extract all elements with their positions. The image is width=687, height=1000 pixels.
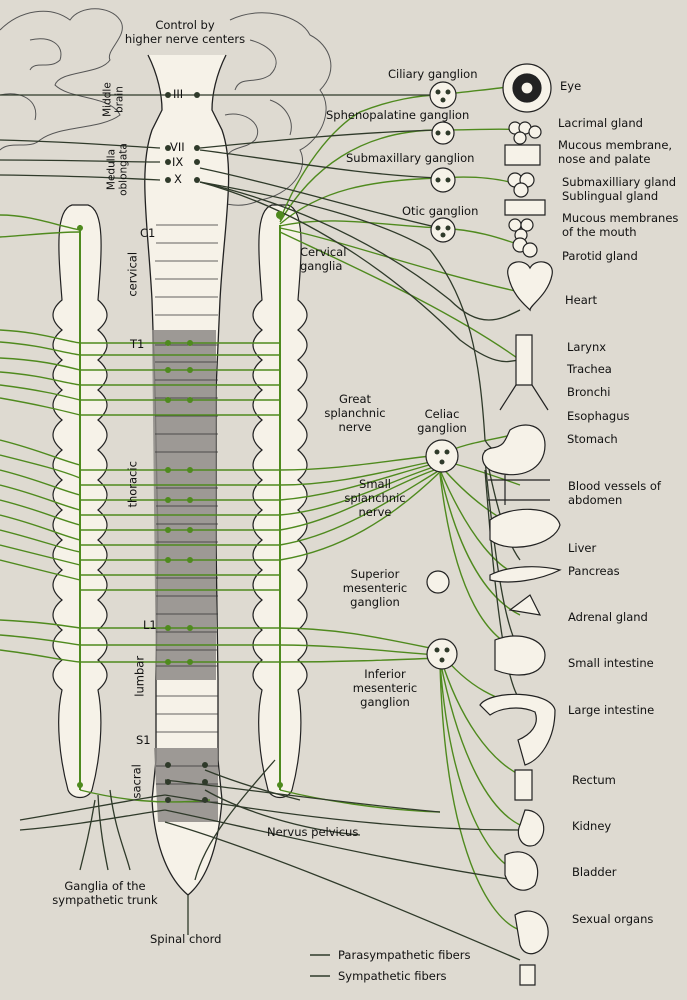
nerve-nodes: [165, 92, 208, 803]
cranial-nerve-X: X: [174, 172, 182, 186]
organ-shapes: [479, 63, 562, 986]
organ-larynx: Larynx: [567, 340, 607, 354]
sympathetic-nodes: [77, 211, 284, 788]
small-intestine-shape: [494, 635, 546, 676]
organ-stomach: Stomach: [567, 432, 618, 446]
otic-ganglion-label: Otic ganglion: [402, 204, 479, 218]
segment-t1: T1: [130, 337, 145, 351]
ganglion-dots: [434, 89, 451, 663]
nervus-pelvicus-label: Nervus pelvicus: [267, 825, 359, 839]
ganglion-circles: [425, 81, 459, 670]
organ-bronchi: Bronchi: [567, 385, 611, 399]
sphenopalatine-ganglion-label: Sphenopalatine ganglion: [326, 108, 470, 122]
segment-s1: S1: [136, 733, 151, 747]
legend-parasympathetic: Parasympathetic fibers: [338, 948, 471, 962]
cervical-ganglia-label: Cervical ganglia: [300, 245, 347, 274]
organ-kidney: Kidney: [572, 819, 612, 833]
nose-shape: [504, 144, 541, 166]
ciliary-ganglion-label: Ciliary ganglion: [388, 67, 478, 81]
heart-shape: [507, 261, 553, 312]
segment-c1: C1: [140, 226, 156, 240]
organ-blood-vessels: Blood vessels of abdomen: [568, 479, 661, 508]
organ-large-intestine: Large intestine: [568, 703, 655, 717]
mouth-shape: [508, 218, 534, 242]
organ-esophagus: Esophagus: [567, 409, 630, 423]
adrenal-shape: [508, 594, 542, 616]
airway-shape: [499, 334, 549, 411]
parotid-shape: [512, 237, 538, 258]
legend-lines: [310, 954, 330, 977]
organ-rectum: Rectum: [572, 773, 616, 787]
organ-lacrimal: Lacrimal gland: [558, 116, 643, 130]
organ-parotid: Parotid gland: [562, 249, 638, 263]
liver-shape: [489, 508, 561, 548]
organ-eye: Eye: [560, 79, 582, 93]
organ-heart: Heart: [565, 293, 598, 307]
organ-trachea: Trachea: [567, 362, 612, 376]
organ-adrenal: Adrenal gland: [568, 610, 648, 624]
stomach-shape: [482, 424, 546, 476]
bladder-shape: [504, 851, 539, 891]
legend-sympathetic: Sympathetic fibers: [338, 969, 447, 983]
spinal-cord-label: Spinal chord: [150, 932, 222, 946]
midbrain-label: Middle brain: [101, 82, 125, 117]
organ-mucous-mouth: Mucous membranes of the mouth: [562, 211, 679, 240]
cranial-nerve-VII: VII: [170, 140, 185, 154]
submaxillary-ganglion-label: Submaxillary ganglion: [346, 151, 475, 165]
eye-shape: [502, 63, 552, 113]
segment-lumbar: lumbar: [132, 655, 147, 697]
organ-pancreas: Pancreas: [568, 564, 620, 578]
control-title: Control by higher nerve centers: [124, 18, 246, 47]
superior-mesenteric-ganglion-label: Superior mesenteric ganglion: [342, 567, 408, 610]
organ-small-intestine: Small intestine: [568, 656, 654, 670]
sublingual-shape: [504, 199, 546, 216]
small-splanchnic-label: Small splanchnic nerve: [344, 477, 406, 520]
organ-liver: Liver: [568, 541, 597, 555]
cranial-nerve-III: III: [173, 87, 184, 101]
organ-bladder: Bladder: [572, 865, 617, 879]
spinal-cord: [144, 54, 230, 896]
segment-thoracic: thoracic: [125, 461, 140, 508]
segment-sacral: sacral: [129, 764, 144, 799]
sexual-organ-shape: [514, 910, 549, 986]
large-intestine-shape: [479, 693, 556, 766]
great-splanchnic-label: Great splanchnic nerve: [324, 392, 386, 435]
segment-cervical: cervical: [125, 251, 140, 297]
sympathetic-trunk-left: [52, 204, 108, 799]
medulla-label: Medulla oblongata: [105, 143, 129, 196]
organ-sexual: Sexual organs: [572, 912, 654, 926]
pancreas-shape: [489, 566, 562, 583]
organ-sublingual: Sublingual gland: [562, 189, 659, 203]
celiac-ganglion-label: Celiac ganglion: [417, 407, 467, 436]
vessels-shape: [488, 475, 550, 505]
ganglia-trunk-label: Ganglia of the sympathetic trunk: [52, 879, 158, 908]
sympathetic-trunk-right: [252, 204, 308, 799]
organ-submaxillary-gland: Submaxilliary gland: [562, 175, 677, 189]
organ-mucous-nose: Mucous membrane, nose and palate: [558, 138, 673, 167]
rectum-shape: [514, 769, 533, 801]
cranial-nerve-IX: IX: [172, 155, 184, 169]
lacrimal-shape: [508, 121, 542, 145]
submaxillary-shape: [507, 172, 535, 198]
segment-l1: L1: [143, 618, 157, 632]
inferior-mesenteric-ganglion-label: Inferior mesenteric ganglion: [352, 667, 418, 710]
kidney-shape: [517, 809, 545, 847]
